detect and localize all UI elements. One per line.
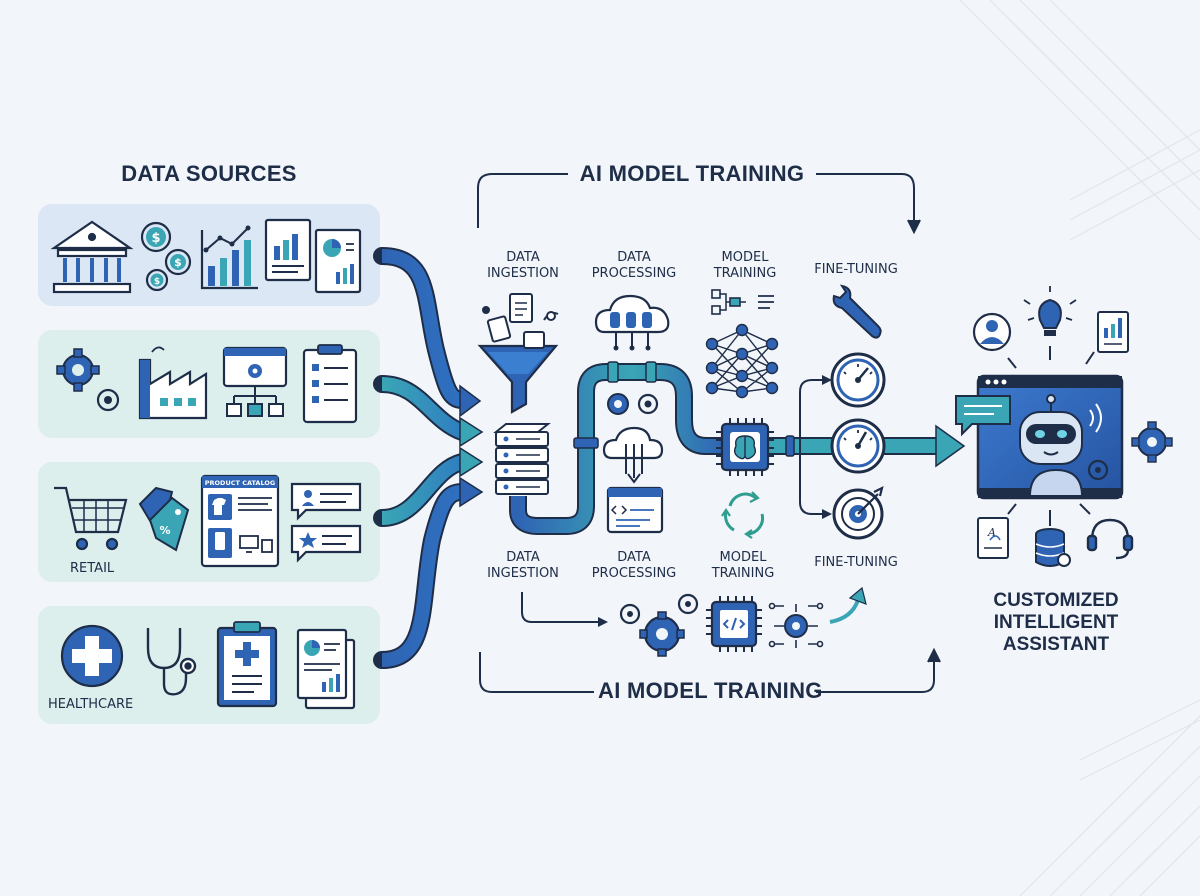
stage-processing-line2: PROCESSING (591, 266, 677, 282)
shopping-cart-icon (54, 486, 128, 551)
svg-text:$: $ (151, 231, 160, 246)
network-diagram-small-icon (711, 289, 774, 315)
assistant-spokes (1007, 346, 1095, 526)
server-stack-icon (493, 423, 551, 495)
product-catalog-icon: PRODUCT CATALOG (200, 474, 280, 568)
assistant-heading-line1: CUSTOMIZED (993, 590, 1119, 611)
data-sources-heading: DATA SOURCES (121, 161, 297, 186)
price-tag-icon: % (138, 486, 190, 552)
cloud-database-icon (594, 294, 670, 351)
ai-brain-chip-icon (716, 418, 774, 476)
gear-cluster-icon (56, 348, 120, 412)
product-catalog-title: PRODUCT CATALOG (205, 479, 275, 487)
bottom-flow-arrow (521, 592, 608, 627)
stage-ingestion-label-bottom: DATA INGESTION (476, 550, 570, 583)
signed-document-icon: A (977, 517, 1009, 559)
settings-gear-icon (1131, 421, 1173, 463)
svg-text:A: A (987, 526, 996, 539)
medical-cross-icon (60, 624, 124, 688)
arrow-head-2 (459, 416, 484, 448)
source-flow-arrows (373, 247, 484, 669)
robot-avatar (1019, 394, 1102, 497)
medical-clipboard-icon (216, 621, 278, 708)
training-bracket-top (477, 173, 921, 235)
stage-training-bottom-line2: TRAINING (711, 566, 775, 582)
stage-processing-bottom-line2: PROCESSING (591, 566, 677, 582)
assistant-arrow-head (935, 424, 966, 468)
pie-chart-document-icon (314, 228, 362, 294)
chat-review-bubbles-icon (290, 482, 362, 563)
neural-network-icon (705, 323, 779, 399)
stage-ingestion-bottom-line1: DATA (506, 550, 540, 565)
headset-icon (1086, 518, 1134, 560)
ai-model-training-bottom-heading: AI MODEL TRAINING (598, 678, 823, 703)
stage-ingestion-bottom-line2: INGESTION (487, 566, 559, 582)
stage-ingestion-label-top: DATA INGESTION (476, 250, 570, 283)
background-pattern (959, 0, 1200, 896)
report-chart-icon (1097, 311, 1129, 353)
small-gear-icon (1087, 459, 1109, 481)
stage-processing-line1: DATA (617, 250, 651, 265)
source-panel-manufacturing (38, 330, 380, 438)
arrow-head-3 (459, 446, 484, 478)
bar-line-chart-icon (200, 225, 258, 290)
arrow-head-1 (459, 384, 482, 418)
gauge-icon-middle (830, 418, 886, 474)
healthcare-label: HEALTHCARE (48, 697, 134, 712)
assistant-heading-line2: INTELLIGENT (993, 611, 1119, 633)
gauge-icon-top (830, 352, 886, 408)
bank-icon (50, 220, 134, 294)
retail-label: RETAIL (70, 561, 115, 576)
stage-training-bottom-line1: MODEL (719, 550, 767, 565)
stage-training-line1: MODEL (721, 250, 769, 265)
processing-pipe (509, 361, 966, 535)
medical-report-icon (296, 628, 356, 710)
svg-text:%: % (159, 524, 170, 537)
svg-text:$: $ (154, 277, 160, 287)
user-avatar-icon (972, 312, 1012, 352)
source-panel-retail: % PRODUCT CATALOG (38, 462, 380, 582)
svg-text:$: $ (174, 256, 182, 269)
gears-cluster-bottom-icon (619, 593, 699, 657)
source-panel-finance: $ $ $ (38, 204, 380, 306)
stethoscope-icon (146, 628, 197, 696)
report-document-icon (264, 218, 312, 282)
cloud-download-icon (602, 426, 664, 484)
code-window-icon (606, 486, 664, 534)
stage-ingestion-line1: DATA (506, 250, 540, 265)
database-icon (1035, 528, 1071, 567)
wrench-icon (832, 284, 882, 339)
target-icon (832, 485, 884, 540)
ai-model-training-top-heading: AI MODEL TRAINING (579, 161, 805, 186)
trend-up-arrow-icon (829, 586, 867, 624)
stage-training-line2: TRAINING (713, 266, 777, 282)
stage-finetuning-label-bottom: FINE-TUNING (814, 555, 898, 570)
assistant-heading-line3: ASSISTANT (1002, 633, 1110, 655)
lightbulb-icon (1023, 286, 1077, 336)
clipboard-checklist-icon (302, 344, 358, 424)
funnel-icon (477, 331, 559, 414)
stage-finetuning-label-top: FINE-TUNING (814, 262, 898, 277)
training-bracket-bottom (479, 647, 941, 693)
stage-ingestion-line2: INGESTION (487, 266, 559, 282)
factory-icon (138, 346, 208, 420)
dollar-coin-icon: $ $ $ (140, 221, 192, 292)
stage-processing-label-bottom: DATA PROCESSING (584, 550, 684, 583)
documents-incoming-icon (482, 293, 559, 343)
stage-training-label-bottom: MODEL TRAINING (698, 550, 788, 583)
process-flow-screen-icon (222, 346, 288, 417)
processing-gears-icon (607, 393, 659, 415)
gear-circuit-icon (768, 602, 824, 648)
customized-assistant-heading: CUSTOMIZED INTELLIGENT ASSISTANT (966, 590, 1146, 656)
stage-training-label-top: MODEL TRAINING (700, 250, 790, 283)
code-chip-icon (706, 596, 762, 652)
cycle-arrows-icon (721, 491, 764, 539)
stage-processing-label-top: DATA PROCESSING (584, 250, 684, 283)
arrow-head-4 (459, 476, 484, 508)
source-panel-healthcare (38, 606, 380, 724)
chat-bubble-icon (955, 395, 1011, 437)
stage-processing-bottom-line1: DATA (617, 550, 651, 565)
